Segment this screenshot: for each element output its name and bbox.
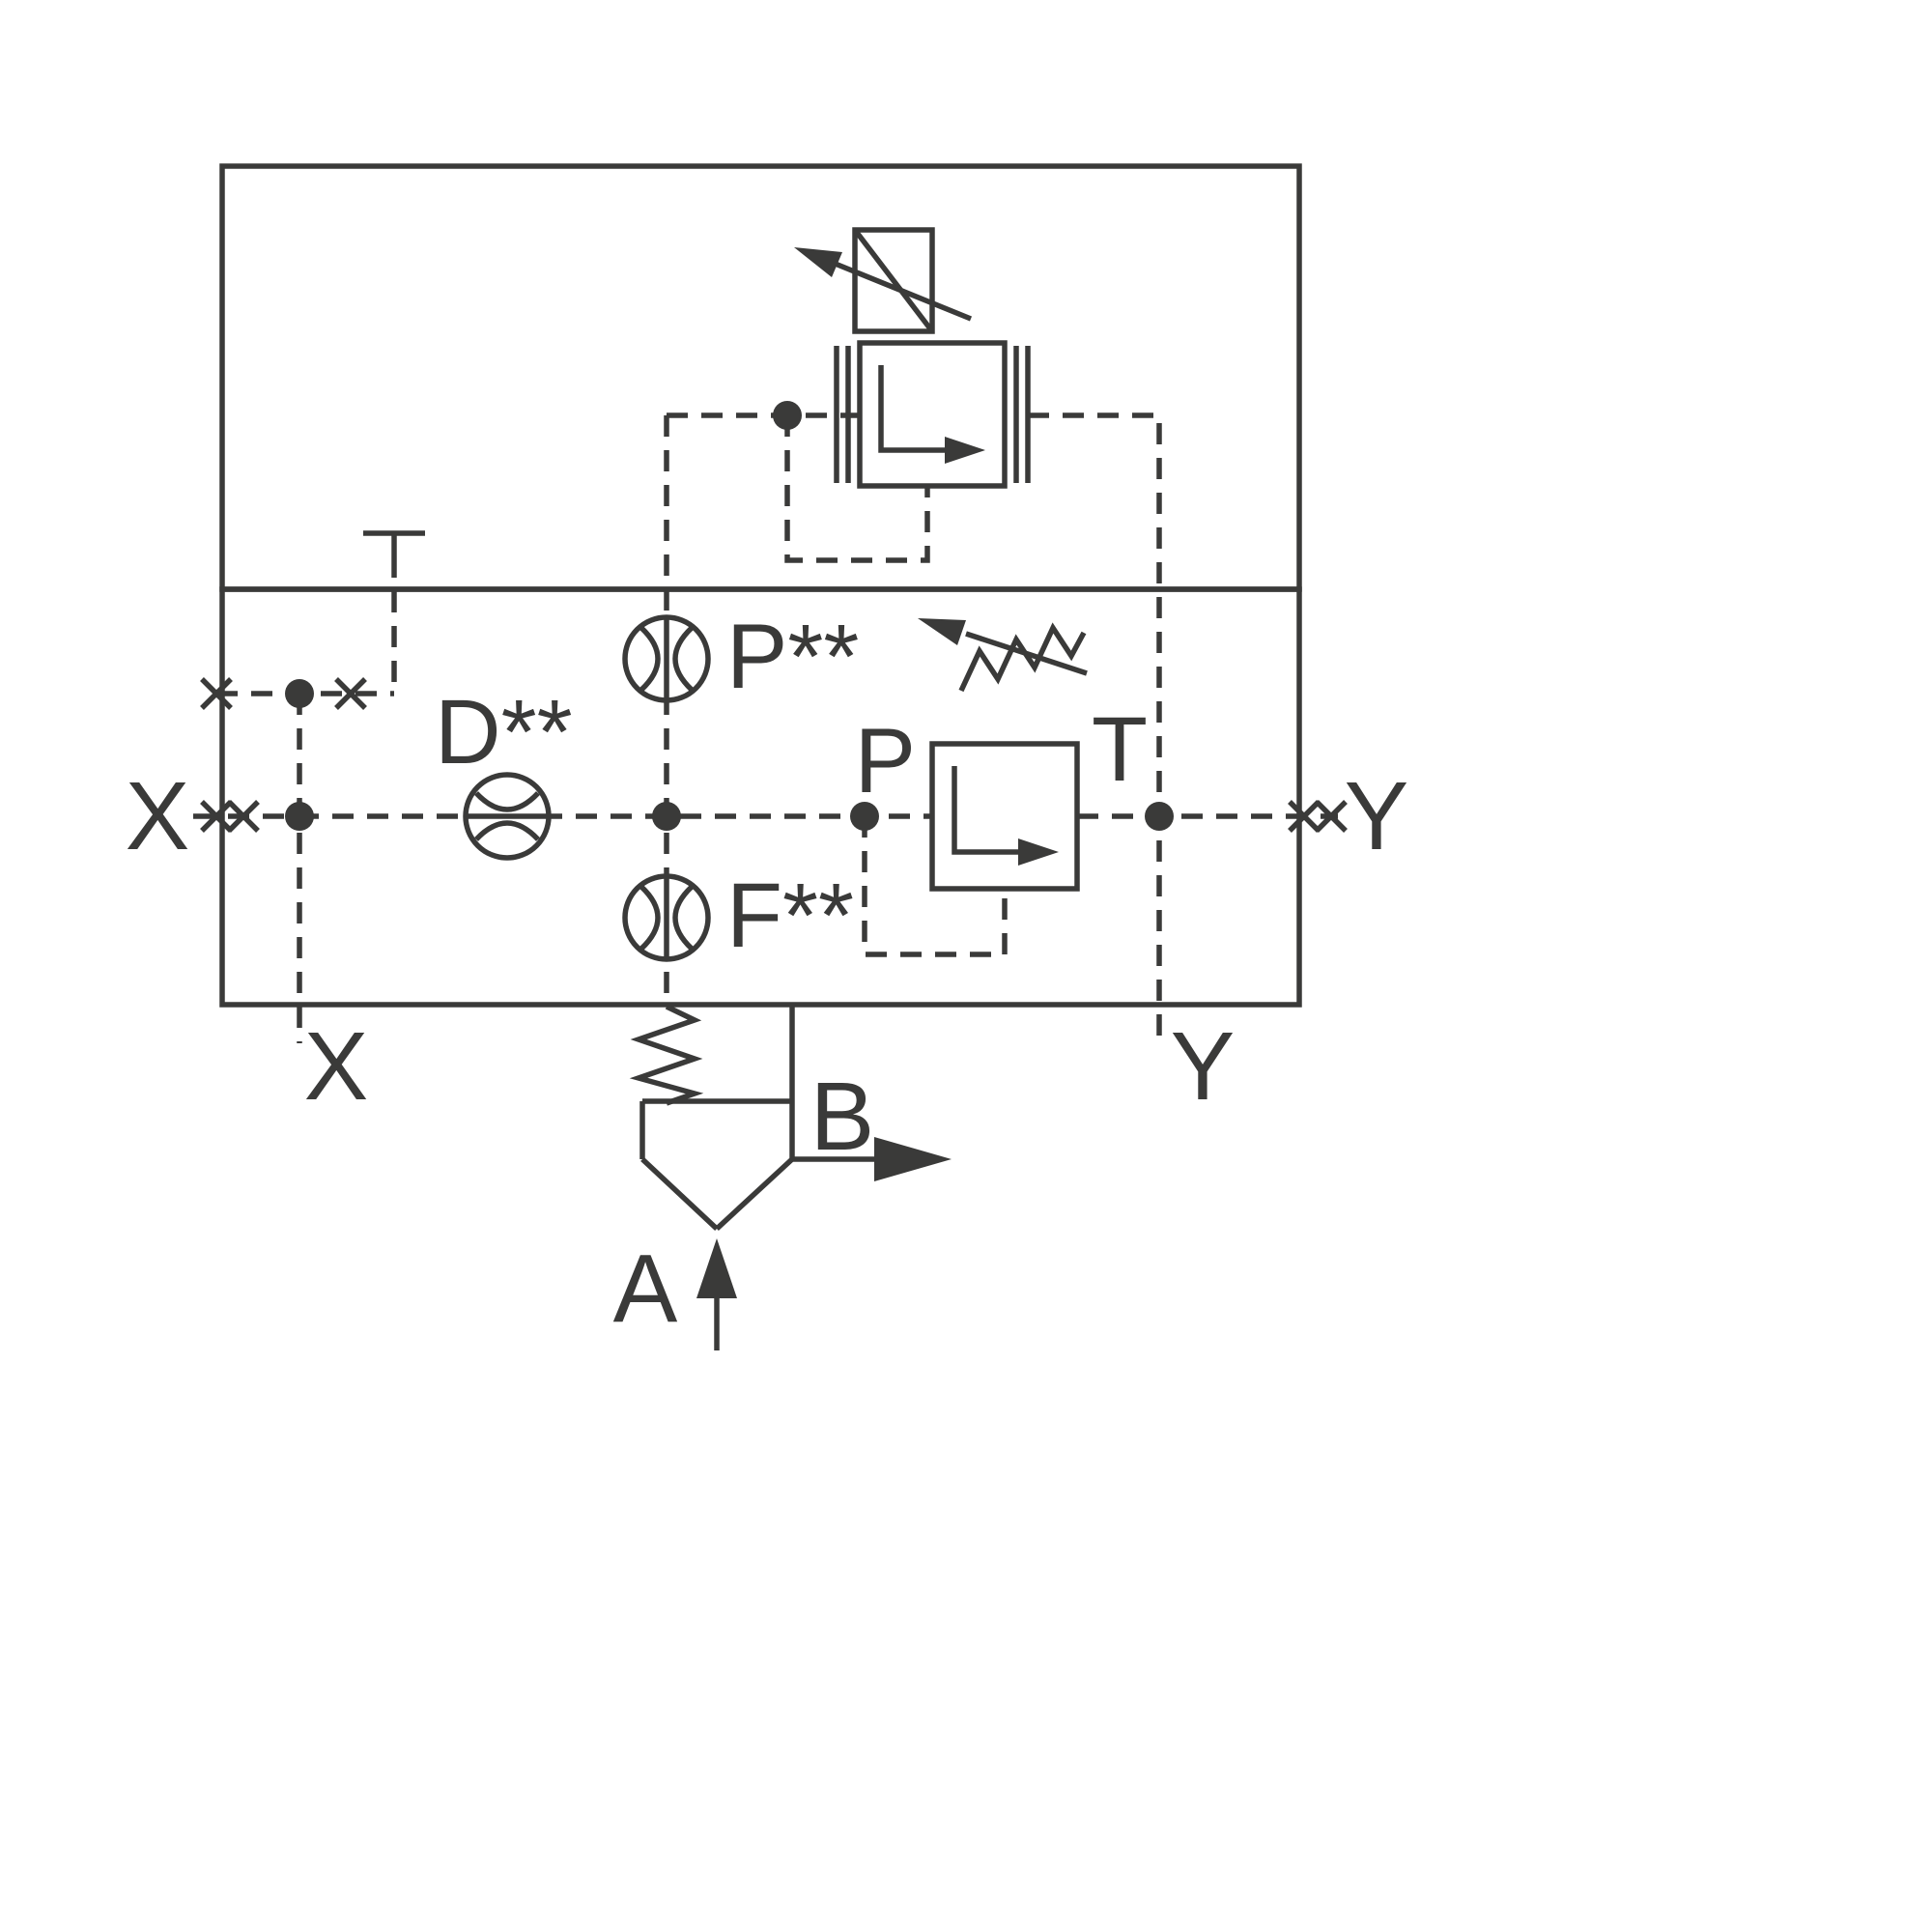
port-a-label: A — [613, 1235, 678, 1343]
relief-valve-flow-path — [952, 766, 1026, 855]
port-b-label: B — [810, 1063, 875, 1171]
orifice-venturi-arc — [639, 884, 661, 952]
housing-upper-section — [219, 163, 1302, 592]
relief-valve-adjust-line — [965, 631, 1088, 676]
orifice-f-icon — [622, 873, 711, 962]
junction-dots — [285, 401, 1174, 831]
pilot-valve-spring-loop — [784, 415, 930, 563]
housing-lower-section — [219, 586, 1302, 1008]
junction-dot-icon — [850, 802, 879, 831]
plug-cross-icon — [200, 677, 233, 710]
pilot-main-valve-icon — [834, 340, 1031, 489]
orifice-f-label: F** — [726, 865, 854, 967]
port-y-right-label: Y — [1345, 762, 1409, 870]
relief-valve-icon — [918, 618, 1088, 892]
throttle-body — [852, 227, 935, 334]
throttle-adjust-line — [810, 251, 973, 322]
orifice-venturi-arc — [473, 820, 541, 841]
y-branch-line — [1028, 412, 1162, 1043]
port-x-left-label: X — [126, 762, 190, 870]
port-y-bottom-label: Y — [1171, 1012, 1236, 1121]
junction-dot-icon — [285, 679, 314, 708]
plugged-port-icons — [200, 677, 1348, 833]
plug-cross-icon — [200, 800, 233, 833]
plug-cross-icon — [334, 677, 367, 710]
junction-dot-icon — [652, 802, 681, 831]
check-valve-icon — [629, 1004, 952, 1350]
junction-dot-icon — [773, 401, 802, 430]
pilot-valve-body — [857, 340, 1008, 489]
junction-dot-icon — [1145, 802, 1174, 831]
junction-dot-icon — [285, 802, 314, 831]
check-valve-poppet-left — [640, 1156, 719, 1232]
orifice-venturi-arc — [639, 625, 661, 693]
relief-valve-flow-arrow-icon — [1018, 838, 1059, 866]
port-b-arrow-icon — [874, 1137, 952, 1181]
tank-port-icon — [363, 530, 425, 556]
orifice-venturi-arc — [473, 791, 541, 812]
adjustable-throttle-icon — [794, 227, 973, 334]
relief-valve-t-label: T — [1092, 698, 1148, 801]
orifice-p-icon — [622, 614, 711, 703]
orifice-d-icon — [463, 772, 552, 861]
orifice-p-label: P** — [726, 606, 859, 708]
port-a-arrow-icon — [696, 1238, 737, 1298]
relief-valve-body — [929, 741, 1080, 892]
throttle-cross-line — [852, 228, 935, 333]
relief-valve-p-label: P — [855, 710, 916, 812]
valve-block-housing — [219, 163, 1302, 1008]
check-valve-spring-icon — [629, 1004, 704, 1106]
port-x-bottom-label: X — [304, 1012, 369, 1121]
pilot-valve-flow-path — [878, 365, 954, 453]
throttle-adjust-arrow-icon — [794, 247, 842, 277]
plug-cross-icon — [1315, 800, 1348, 833]
pilot-valve-flow-arrow-icon — [945, 437, 985, 464]
orifice-d-label: D** — [435, 681, 573, 783]
plug-cross-icon — [1288, 800, 1321, 833]
orifice-venturi-arc — [672, 884, 694, 952]
orifice-venturi-arc — [672, 625, 694, 693]
check-valve-poppet-right — [715, 1156, 794, 1232]
relief-valve-adjust-arrow-icon — [918, 618, 966, 645]
plug-cross-icon — [227, 800, 260, 833]
